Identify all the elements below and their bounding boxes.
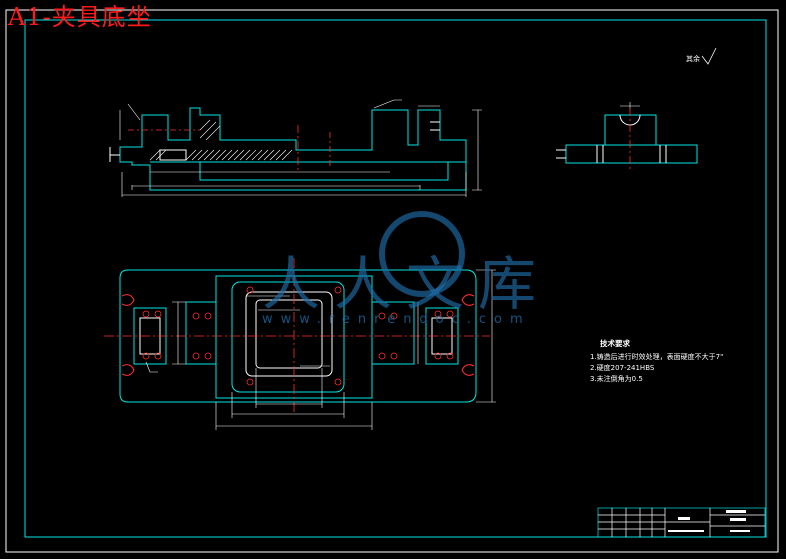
- outer-border: [5, 9, 779, 553]
- tech-requirement-item: 3.未注倒角为0.5: [590, 375, 643, 383]
- tech-requirements-heading: 技术要求: [600, 339, 630, 348]
- top-view: [119, 269, 477, 403]
- section-hatch: [149, 119, 293, 161]
- title-block: [597, 507, 766, 538]
- end-slots: [121, 294, 475, 376]
- watermark-text: 人人文库: [262, 250, 551, 318]
- watermark-logo-icon: [379, 211, 465, 297]
- tech-requirement-item: 1.铸造后进行时效处理，表面硬度不大于7": [590, 353, 724, 361]
- side-view: [556, 102, 698, 164]
- title-block-fill: [668, 510, 750, 532]
- top-view-dimensions: [145, 269, 496, 430]
- top-view-holes: [142, 286, 454, 386]
- watermark-url: www.renrendoc.com: [262, 312, 531, 327]
- tech-requirement-item: 2.硬度207-241HBS: [590, 364, 655, 372]
- front-view-dimensions: [119, 99, 482, 197]
- drawing-title: A1-夹具底坐: [8, 3, 152, 31]
- tech-requirements: 技术要求 1.铸造后进行时效处理，表面硬度不大于7" 2.硬度207-241HB…: [590, 338, 723, 385]
- roughness-icon: [701, 47, 717, 65]
- front-section-view: [109, 107, 467, 191]
- roughness-label: 其余: [686, 55, 700, 63]
- inner-border: [24, 19, 767, 538]
